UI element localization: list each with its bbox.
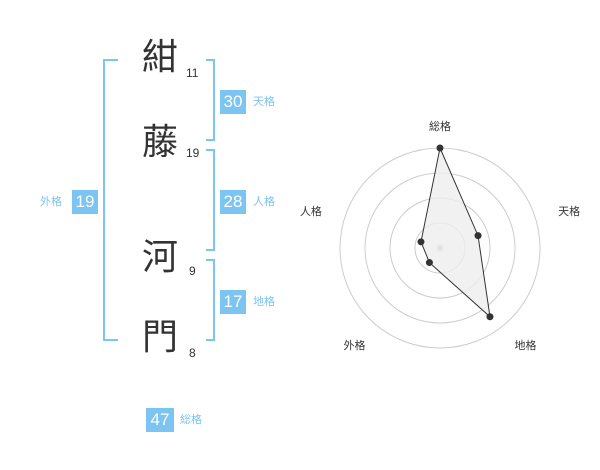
name-char-4: 門 [141,317,178,358]
tenkaku-bracket [206,59,215,141]
radar-axis-label-1: 総格 [429,119,451,133]
stroke-count-4: 8 [189,346,196,360]
chikaku-label: 地格 [253,295,275,308]
gaikaku-value-badge: 19 [72,190,98,214]
radar-axis-label-3: 地格 [515,338,537,352]
stroke-count-3: 9 [189,264,196,278]
radar-point-1 [436,144,444,152]
stroke-count-1: 11 [186,66,199,80]
tenkaku-value-badge: 30 [220,90,246,114]
chikaku-bracket [206,259,215,341]
radar-point-2 [474,232,482,240]
jinkaku-bracket [206,149,215,251]
radar-axis-label-2: 天格 [558,204,580,218]
name-char-2: 藤 [141,122,178,163]
radar-series-area [420,146,491,319]
radar-point-4 [425,259,433,267]
radar-point-5 [417,238,425,246]
tenkaku-label: 天格 [253,95,275,108]
name-char-3: 河 [141,237,178,278]
radar-axis-label-4: 外格 [343,338,365,352]
radar-axis-label-5: 人格 [300,204,322,218]
name-char-1: 紺 [141,37,178,78]
chikaku-value-badge: 17 [220,290,246,314]
soukaku-label: 総格 [180,413,202,426]
jinkaku-value-badge: 28 [220,190,246,214]
radar-point-3 [486,313,494,321]
jinkaku-label: 人格 [253,195,275,208]
soukaku-value-badge: 47 [146,408,174,432]
gaikaku-label: 外格 [40,195,62,208]
gaikaku-bracket [103,59,118,341]
stroke-count-2: 19 [186,146,200,160]
